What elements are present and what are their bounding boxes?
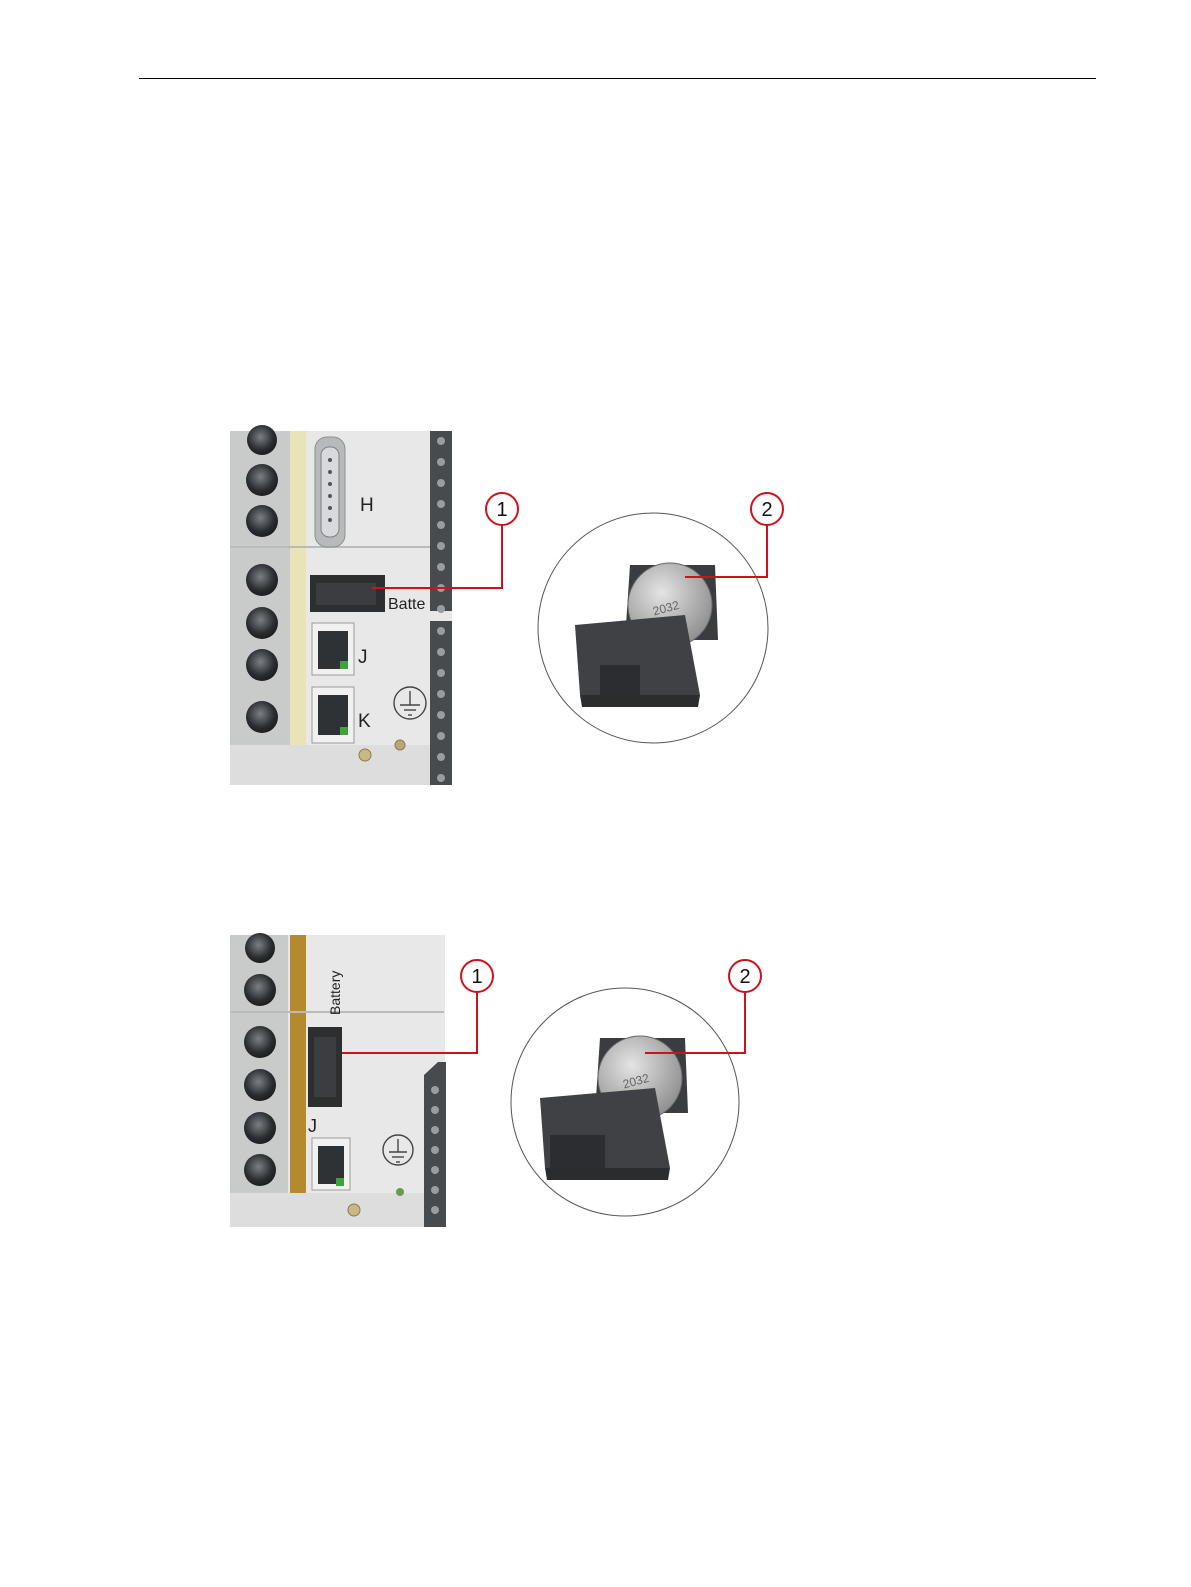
ethernet-port-j bbox=[312, 1138, 350, 1190]
terminal-block bbox=[430, 431, 452, 785]
callout-1-number: 1 bbox=[471, 966, 482, 988]
callout-2-number: 2 bbox=[761, 499, 772, 521]
callout-1: 1 bbox=[486, 493, 518, 525]
callout-2: 2 bbox=[729, 960, 761, 992]
battery-label: Batte bbox=[388, 596, 425, 613]
serial-port-h bbox=[315, 437, 345, 547]
ethernet-port-k bbox=[312, 687, 354, 743]
terminal-block bbox=[424, 1062, 446, 1227]
callout-1-number: 1 bbox=[496, 499, 507, 521]
ethernet-port-j bbox=[312, 623, 354, 675]
figure-battery-location-1: H Batte J K bbox=[220, 425, 820, 795]
port-label-j: J bbox=[358, 647, 368, 668]
device-rear-panel: Battery J bbox=[230, 933, 446, 1227]
callout-2-number: 2 bbox=[739, 966, 750, 988]
battery-holder-detail: 2032 bbox=[511, 988, 739, 1216]
port-label-k: K bbox=[358, 711, 371, 732]
battery-slot bbox=[310, 575, 385, 612]
port-label-h: H bbox=[360, 495, 374, 516]
port-label-j: J bbox=[308, 1116, 317, 1136]
battery-label: Battery bbox=[327, 971, 343, 1015]
battery-slot bbox=[308, 1027, 342, 1107]
header-rule bbox=[139, 78, 1096, 79]
figure-battery-location-2: Battery J bbox=[220, 930, 800, 1230]
battery-holder-detail: 2032 bbox=[538, 513, 768, 743]
device-rear-panel: H Batte J K bbox=[230, 425, 452, 785]
callout-1: 1 bbox=[461, 960, 493, 992]
callout-2: 2 bbox=[751, 493, 783, 525]
